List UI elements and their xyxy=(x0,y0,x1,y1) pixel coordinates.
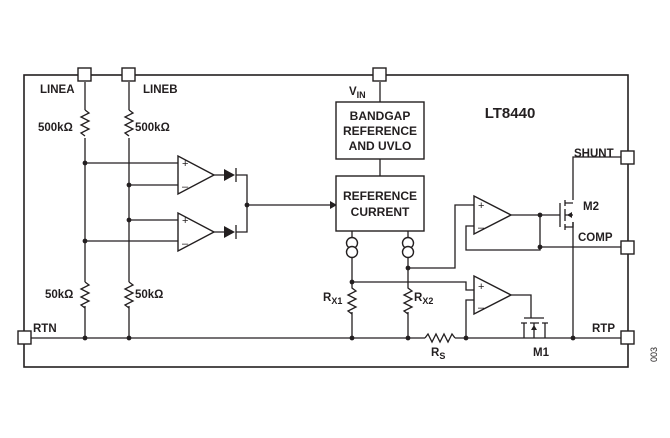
pin-lineb-label: LINEB xyxy=(143,84,178,96)
comparator-2-plus: + xyxy=(182,215,188,227)
resistor-rs-label: RS xyxy=(431,347,445,361)
comparator-1-plus: + xyxy=(182,158,188,170)
reference-current-line-2: CURRENT xyxy=(351,205,410,219)
comparator-1: + – xyxy=(177,154,216,196)
bandgap-block: BANDGAP REFERENCE AND UVLO xyxy=(335,101,425,160)
bandgap-line-1: BANDGAP xyxy=(350,109,411,123)
arrow-into-reference-current xyxy=(330,201,337,209)
current-source-1 xyxy=(345,236,359,259)
resistor-linea-top-label: 500kΩ xyxy=(38,122,73,134)
bandgap-line-2: REFERENCE xyxy=(343,124,417,138)
error-amplifier-minus: – xyxy=(478,222,485,234)
resistor-rx1-label: RX1 xyxy=(323,292,342,306)
pin-comp-pad xyxy=(620,240,635,255)
comparator-2-minus: – xyxy=(182,238,189,250)
error-amplifier-plus: + xyxy=(478,200,484,212)
pin-shunt-label: SHUNT xyxy=(574,148,614,160)
resistor-lineb-top-label: 500kΩ xyxy=(135,122,170,134)
pin-rtn-pad xyxy=(17,330,32,345)
resistor-linea-bottom xyxy=(79,281,91,309)
pin-linea-label: LINEA xyxy=(40,84,75,96)
bandgap-line-3: AND UVLO xyxy=(349,139,412,153)
transistor-m2-label: M2 xyxy=(583,201,599,213)
pin-lineb-pad xyxy=(121,67,136,82)
resistor-rx2-label: RX2 xyxy=(414,292,433,306)
transistor-m2 xyxy=(559,200,574,230)
pin-shunt-pad xyxy=(620,150,635,165)
resistor-linea-top xyxy=(79,109,91,137)
pin-vin-main: V xyxy=(349,86,357,98)
rs-sub: S xyxy=(439,351,445,361)
pin-rtp-label: RTP xyxy=(592,323,615,335)
pin-vin-label: VIN xyxy=(349,86,366,100)
rx2-sub: X2 xyxy=(422,296,433,306)
current-amplifier-minus: – xyxy=(478,302,485,314)
pin-linea-pad xyxy=(77,67,92,82)
chip-name: LT8440 xyxy=(485,105,536,122)
pin-vin-sub: IN xyxy=(357,90,366,100)
rx1-sub: X1 xyxy=(331,296,342,306)
comparator-1-minus: – xyxy=(182,181,189,193)
wires xyxy=(31,82,621,339)
rx1-main: R xyxy=(323,292,332,304)
resistor-rs xyxy=(424,332,456,344)
pin-comp-label: COMP xyxy=(578,232,613,244)
figure-number: 003 xyxy=(649,347,659,362)
junction-dots xyxy=(82,160,576,341)
diode-1 xyxy=(224,168,237,182)
resistor-rx1 xyxy=(346,282,358,315)
comparator-2: + – xyxy=(177,211,216,253)
pin-vin-pad xyxy=(372,67,387,82)
chip-outline xyxy=(23,74,629,368)
diode-2 xyxy=(224,225,237,239)
transistor-m1 xyxy=(520,317,548,339)
resistor-lineb-top xyxy=(123,109,135,137)
reference-current-line-1: REFERENCE xyxy=(343,189,417,203)
pin-rtp-pad xyxy=(620,330,635,345)
current-amplifier-plus: + xyxy=(478,281,484,293)
resistor-lineb-bottom xyxy=(123,281,135,309)
resistor-lineb-bottom-label: 50kΩ xyxy=(135,289,163,301)
rs-main: R xyxy=(431,347,440,359)
rx2-main: R xyxy=(414,292,423,304)
error-amplifier: + – xyxy=(473,194,513,236)
current-amplifier: + – xyxy=(473,274,513,316)
resistor-linea-bottom-label: 50kΩ xyxy=(45,289,73,301)
resistor-rx2 xyxy=(402,282,414,315)
current-source-2 xyxy=(401,236,415,259)
reference-current-block: REFERENCE CURRENT xyxy=(335,175,425,232)
pin-rtn-label: RTN xyxy=(33,323,57,335)
transistor-m1-label: M1 xyxy=(533,347,550,359)
